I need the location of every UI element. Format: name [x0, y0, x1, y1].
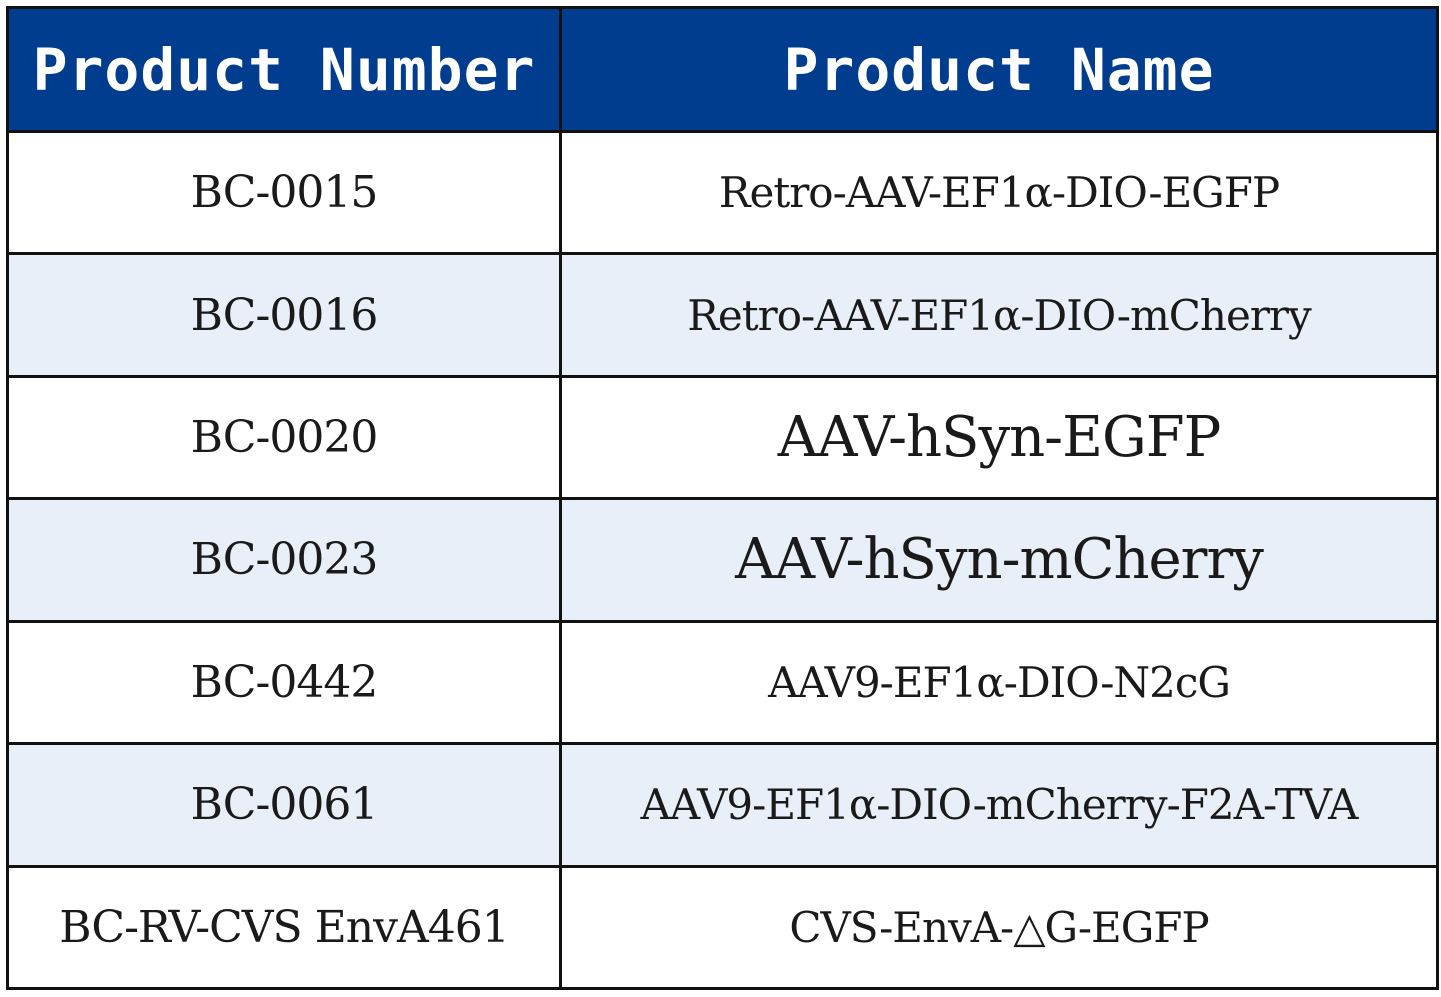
table-row: BC-0061 AAV9-EF1α-DIO-mCherry-F2A-TVA [6, 742, 1439, 868]
product-name-cell: Retro-AAV-EF1α-DIO-EGFP [559, 129, 1439, 256]
product-number-cell: BC-0020 [6, 374, 562, 501]
product-number-cell: BC-0442 [6, 619, 562, 746]
product-number-cell: BC-0015 [6, 129, 562, 256]
product-number-cell: BC-0016 [6, 252, 562, 378]
table-row: BC-0023 AAV-hSyn-mCherry [6, 497, 1439, 623]
table-row: BC-0442 AAV9-EF1α-DIO-N2cG [6, 619, 1439, 746]
product-name-cell: AAV9-EF1α-DIO-mCherry-F2A-TVA [559, 742, 1439, 868]
product-name-cell: AAV-hSyn-mCherry [559, 497, 1439, 623]
product-number-cell: BC-0061 [6, 742, 562, 868]
product-name-header: Product Name [559, 6, 1439, 133]
table-row: BC-RV-CVS EnvA461 CVS-EnvA-△G-EGFP [6, 864, 1439, 991]
product-number-header: Product Number [6, 6, 562, 133]
product-number-cell: BC-RV-CVS EnvA461 [6, 864, 562, 991]
table-row: BC-0016 Retro-AAV-EF1α-DIO-mCherry [6, 252, 1439, 378]
product-table: Product Number Product Name BC-0015 Retr… [6, 6, 1439, 991]
product-name-cell: CVS-EnvA-△G-EGFP [559, 864, 1439, 991]
product-name-cell: Retro-AAV-EF1α-DIO-mCherry [559, 252, 1439, 378]
table-header-row: Product Number Product Name [6, 6, 1439, 133]
table-row: BC-0020 AAV-hSyn-EGFP [6, 374, 1439, 501]
table-row: BC-0015 Retro-AAV-EF1α-DIO-EGFP [6, 129, 1439, 256]
product-name-cell: AAV9-EF1α-DIO-N2cG [559, 619, 1439, 746]
product-name-cell: AAV-hSyn-EGFP [559, 374, 1439, 501]
product-number-cell: BC-0023 [6, 497, 562, 623]
